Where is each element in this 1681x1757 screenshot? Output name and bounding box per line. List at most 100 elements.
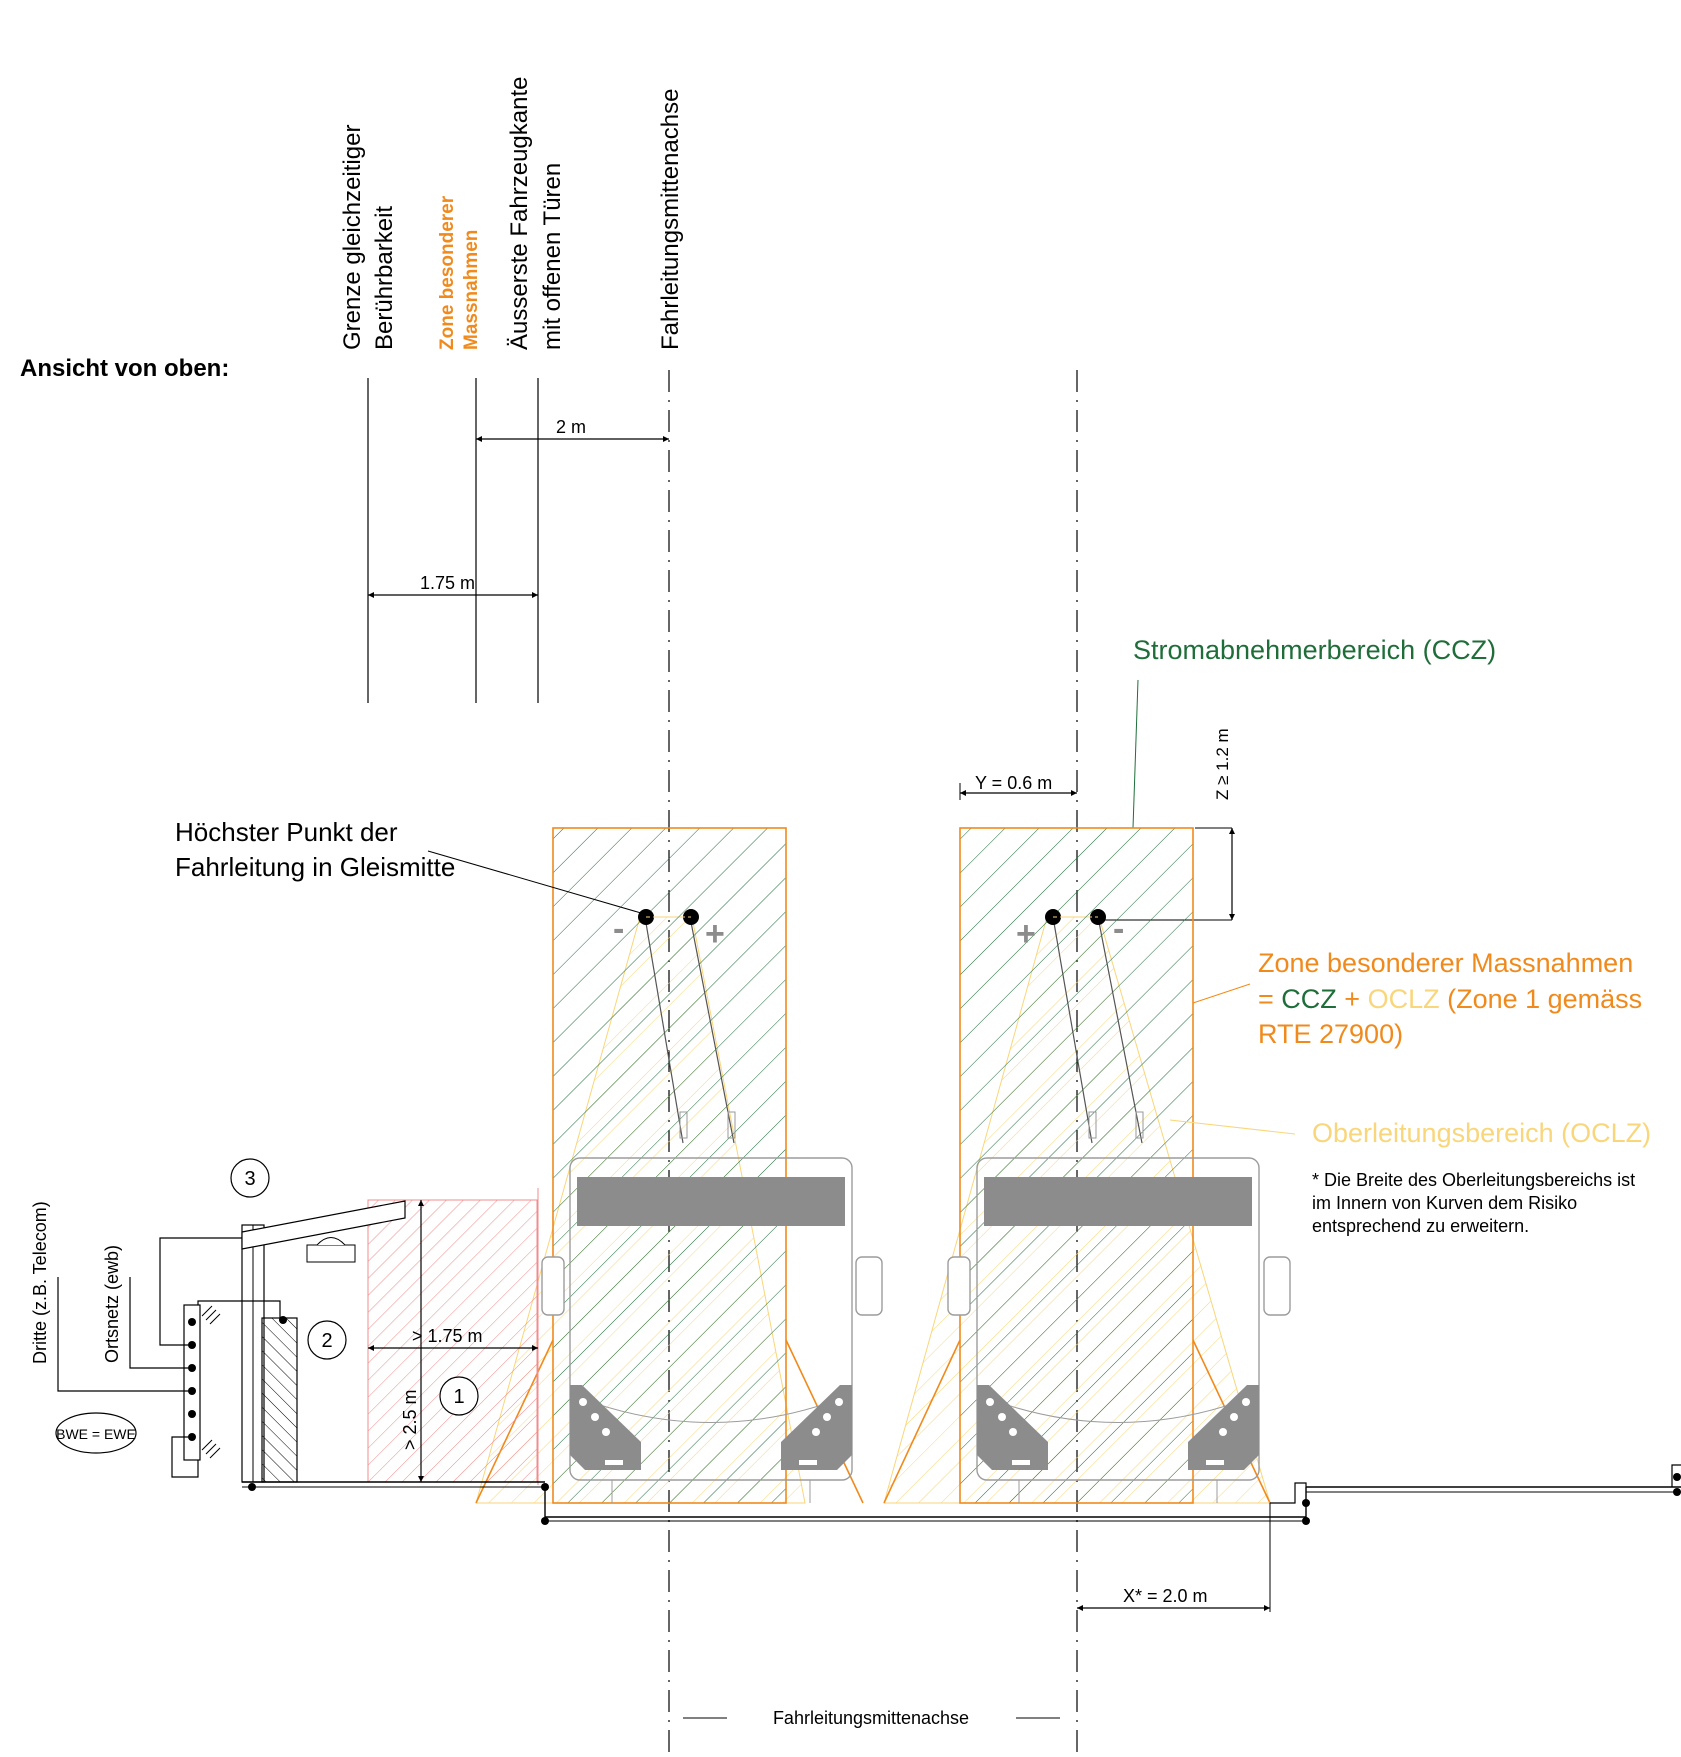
column-label-aussen: Äusserste Fahrzeugkante mit offenen Türe… bbox=[506, 77, 566, 350]
terminal-dot bbox=[188, 1433, 196, 1441]
pole bbox=[1097, 916, 1143, 1144]
oclz-label: Oberleitungsbereich (OCLZ) bbox=[1312, 1118, 1651, 1148]
zone-annotation-title: Zone besonderer Massnahmen bbox=[1258, 948, 1633, 978]
bus-right-mirror-r bbox=[1263, 1256, 1291, 1316]
bwe-label: BWE = EWE bbox=[56, 1426, 136, 1442]
zone-oclz: OCLZ bbox=[1368, 984, 1440, 1014]
mast-arm bbox=[241, 1200, 406, 1250]
polarity-right-minus: - bbox=[1113, 910, 1124, 948]
bus-right-indicator bbox=[1012, 1460, 1030, 1465]
ground-node bbox=[1673, 1488, 1681, 1496]
marker-1-label: 1 bbox=[453, 1386, 464, 1408]
zone-annotation-formula: = CCZ + OCLZ (Zone 1 gemäss bbox=[1258, 984, 1642, 1014]
bus-right-mirror-l bbox=[947, 1256, 971, 1316]
red-hatched-area bbox=[367, 1199, 538, 1483]
ccz-right-box bbox=[959, 827, 1194, 1504]
polarity-left-minus: - bbox=[613, 910, 624, 948]
zone-rest: (Zone 1 gemäss bbox=[1440, 984, 1643, 1014]
zone-eq: = bbox=[1258, 984, 1281, 1014]
bus-left-indicator bbox=[605, 1460, 623, 1465]
pole-shoe bbox=[679, 1111, 688, 1139]
grenze-line2: Berührbarkeit bbox=[371, 206, 398, 350]
column-label-zone: Zone besonderer Massnahmen bbox=[437, 195, 482, 350]
wire-structure bbox=[197, 1300, 281, 1318]
bus-right-light-dot bbox=[1219, 1428, 1227, 1436]
view-title: Ansicht von oben: bbox=[20, 355, 229, 382]
ground-lines bbox=[242, 1464, 1681, 1525]
ccz-leader bbox=[1132, 679, 1139, 829]
pole-shoe bbox=[727, 1111, 736, 1139]
oclz-leader bbox=[1169, 1119, 1296, 1135]
ccz-label: Stromabnehmerbereich (CCZ) bbox=[1133, 635, 1496, 665]
dim-2m-label: 2 m bbox=[556, 417, 586, 437]
zone-annotation-leader bbox=[1192, 983, 1251, 1004]
aussen-line2: mit offenen Türen bbox=[539, 163, 566, 350]
lamp-cap bbox=[316, 1237, 346, 1246]
zone-annotation-rte: RTE 27900) bbox=[1258, 1019, 1403, 1049]
bus-left-light-dot bbox=[579, 1398, 587, 1406]
pole-shoe bbox=[1088, 1111, 1097, 1139]
surge-arrester-icon bbox=[201, 1305, 221, 1325]
bus-left-windscreen-top bbox=[577, 1177, 845, 1226]
ccz-left-box bbox=[552, 827, 787, 1504]
trolley-poles-right bbox=[1052, 916, 1144, 1144]
marker-2 bbox=[307, 1320, 347, 1360]
zone-ccz: CCZ bbox=[1281, 984, 1337, 1014]
bottom-axis-label: Fahrleitungsmittenachse bbox=[773, 1708, 969, 1728]
terminal-strip bbox=[183, 1304, 201, 1461]
grenze-line1: Grenze gleichzeitiger bbox=[339, 125, 366, 350]
terminal-dot bbox=[188, 1318, 196, 1326]
label-ortsnetz: Ortsnetz (ewb) bbox=[102, 1245, 122, 1363]
bus-left bbox=[541, 1157, 883, 1503]
trolley-poles-left bbox=[644, 916, 736, 1144]
marker-3 bbox=[230, 1158, 270, 1198]
wire-dritte bbox=[57, 1277, 188, 1392]
hoechster-line2: Fahrleitung in Gleismitte bbox=[175, 852, 455, 882]
marker-1 bbox=[439, 1376, 479, 1416]
wire-mast bbox=[159, 1237, 242, 1346]
marker-3-label: 3 bbox=[244, 1168, 255, 1190]
bus-right-light-l bbox=[977, 1385, 1048, 1470]
terminal-dot bbox=[188, 1341, 196, 1349]
note-line2: im Innern von Kurven dem Risiko bbox=[1312, 1193, 1577, 1213]
bus-left-light-dot bbox=[602, 1428, 610, 1436]
bus-right-indicator bbox=[1206, 1460, 1224, 1465]
ground-node bbox=[1302, 1517, 1310, 1525]
bwe-badge bbox=[55, 1412, 137, 1454]
bus-left-indicator bbox=[799, 1460, 817, 1465]
pole bbox=[689, 916, 735, 1144]
structure-2 bbox=[261, 1317, 298, 1483]
bus-left-mirror-l bbox=[541, 1256, 565, 1316]
left-infrastructure: > 1.75 m > 2.5 m 1 3 2 bbox=[30, 1158, 539, 1485]
hoechster-line1: Höchster Punkt der bbox=[175, 817, 398, 847]
ground-right-end bbox=[1671, 1464, 1681, 1487]
wire-ortsnetz bbox=[129, 1277, 188, 1369]
bus-right-light-dot bbox=[1230, 1413, 1238, 1421]
bus-left-light-dot bbox=[823, 1413, 831, 1421]
terminal-dot bbox=[188, 1410, 196, 1418]
bus-right-windscreen-top bbox=[984, 1177, 1252, 1226]
zone-line2: Massnahmen bbox=[461, 230, 482, 350]
wire-earth bbox=[171, 1436, 199, 1478]
zone-line1: Zone besonderer bbox=[437, 195, 458, 350]
dim-x-label: X* = 2.0 m bbox=[1123, 1586, 1208, 1606]
bus-left-light-dot bbox=[812, 1428, 820, 1436]
bus-left-bumper-curve bbox=[571, 1394, 851, 1423]
bus-right-light-r bbox=[1188, 1385, 1259, 1470]
dim-gt25-label: > 2.5 m bbox=[400, 1389, 420, 1450]
dim-175m-label: 1.75 m bbox=[420, 573, 475, 593]
bus-left-mirror-r bbox=[855, 1256, 883, 1316]
dim-y-label: Y = 0.6 m bbox=[975, 773, 1052, 793]
surge-arrester-icon bbox=[201, 1439, 221, 1459]
bus-right bbox=[947, 1157, 1291, 1503]
ground-step bbox=[1270, 1482, 1307, 1504]
ground-node bbox=[1302, 1499, 1310, 1507]
terminal-dot bbox=[188, 1387, 196, 1395]
bus-left-light-r bbox=[781, 1385, 852, 1470]
zone-right bbox=[883, 827, 1271, 1504]
dim-z-label: Z ≥ 1.2 m bbox=[1213, 728, 1232, 800]
pole-shoe bbox=[1135, 1111, 1144, 1139]
zone-plus: + bbox=[1337, 984, 1368, 1014]
bus-left-light-dot bbox=[835, 1398, 843, 1406]
